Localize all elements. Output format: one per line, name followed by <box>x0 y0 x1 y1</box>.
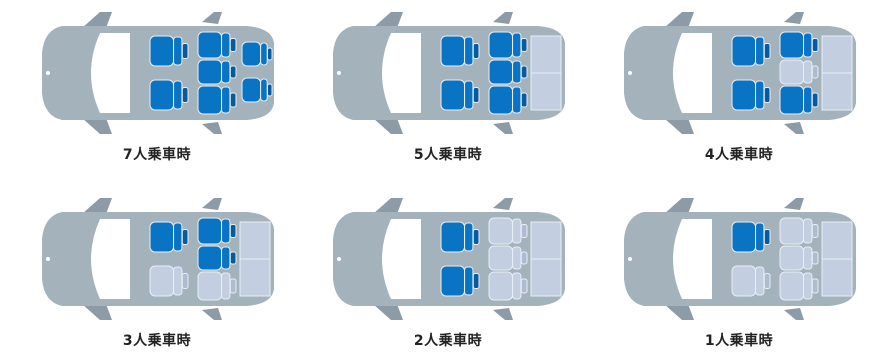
mirror-icon <box>664 118 694 134</box>
front-seat-icon <box>731 221 771 253</box>
mirror-icon <box>664 198 694 214</box>
second-row-seat-icon <box>779 217 819 245</box>
third-row-seat-icon <box>241 77 273 103</box>
wheel-arch-icon <box>493 198 513 210</box>
mirror-icon <box>373 12 403 28</box>
layout-caption: 2人乗車時 <box>413 333 483 349</box>
second-row-seat-icon <box>197 245 237 271</box>
wheel-arch-icon <box>202 12 222 24</box>
emblem-icon <box>46 257 50 261</box>
mirror-icon <box>82 198 112 214</box>
emblem-icon <box>337 71 341 75</box>
second-row-seat-icon <box>197 271 237 301</box>
second-row-seat-icon <box>779 85 819 115</box>
emblem-icon <box>46 71 50 75</box>
front-seat-icon <box>440 221 480 253</box>
emblem-icon <box>628 71 632 75</box>
wheel-arch-icon <box>784 12 804 24</box>
front-seat-icon <box>149 79 189 111</box>
emblem-icon <box>337 257 341 261</box>
second-row-seat-icon <box>488 85 528 115</box>
second-row-seat-icon <box>488 31 528 59</box>
second-row-seat-icon <box>488 59 528 85</box>
wheel-arch-icon <box>493 12 513 24</box>
layout-1-seat: 1人乗車時 <box>604 194 874 364</box>
front-seat-icon <box>440 265 480 297</box>
wheel-arch-icon <box>202 122 222 134</box>
windshield-icon <box>382 219 421 299</box>
seat-group <box>149 217 271 301</box>
windshield-icon <box>91 219 130 299</box>
layout-2-seats: 2人乗車時 <box>313 194 583 364</box>
layout-caption: 5人乗車時 <box>413 147 483 163</box>
second-row-seat-icon <box>197 217 237 245</box>
mirror-icon <box>82 12 112 28</box>
second-row-seat-icon <box>779 271 819 301</box>
layout-7-seats: 7人乗車時 <box>22 8 292 178</box>
front-seat-icon <box>149 221 189 253</box>
second-row-seat-icon <box>488 271 528 301</box>
front-seat-icon <box>149 265 189 297</box>
mirror-icon <box>373 304 403 320</box>
layout-caption: 7人乗車時 <box>122 147 192 163</box>
wheel-arch-icon <box>784 308 804 320</box>
car-top-view-icon <box>333 198 565 320</box>
layout-3-seats: 3人乗車時 <box>22 194 292 364</box>
car-top-view-icon <box>624 12 856 134</box>
wheel-arch-icon <box>784 198 804 210</box>
second-row-seat-icon <box>779 245 819 271</box>
seat-group <box>731 31 853 115</box>
car-top-view-icon <box>333 12 565 134</box>
front-seat-icon <box>731 35 771 67</box>
layout-caption: 1人乗車時 <box>704 333 774 349</box>
layout-5-seats: 5人乗車時 <box>313 8 583 178</box>
mirror-icon <box>82 304 112 320</box>
front-seat-icon <box>149 35 189 67</box>
seat-group <box>731 217 853 301</box>
second-row-seat-icon <box>488 217 528 245</box>
seat-group <box>440 31 562 115</box>
layout-caption: 3人乗車時 <box>122 333 192 349</box>
front-seat-icon <box>731 79 771 111</box>
front-seat-icon <box>440 79 480 111</box>
windshield-icon <box>91 33 130 113</box>
wheel-arch-icon <box>493 308 513 320</box>
second-row-seat-icon <box>779 59 819 85</box>
front-seat-icon <box>731 265 771 297</box>
wheel-arch-icon <box>202 308 222 320</box>
wheel-arch-icon <box>784 122 804 134</box>
mirror-icon <box>373 118 403 134</box>
third-row-seat-icon <box>241 41 273 67</box>
mirror-icon <box>82 118 112 134</box>
second-row-seat-icon <box>197 31 237 59</box>
second-row-seat-icon <box>197 59 237 85</box>
windshield-icon <box>673 219 712 299</box>
wheel-arch-icon <box>493 122 513 134</box>
wheel-arch-icon <box>202 198 222 210</box>
emblem-icon <box>628 257 632 261</box>
car-top-view-icon <box>624 198 856 320</box>
seat-group <box>149 31 273 115</box>
front-seat-icon <box>440 35 480 67</box>
car-top-view-icon <box>42 12 274 134</box>
layout-caption: 4人乗車時 <box>704 147 774 163</box>
second-row-seat-icon <box>488 245 528 271</box>
second-row-seat-icon <box>779 31 819 59</box>
mirror-icon <box>664 12 694 28</box>
mirror-icon <box>373 198 403 214</box>
layout-4-seats: 4人乗車時 <box>604 8 874 178</box>
windshield-icon <box>382 33 421 113</box>
car-top-view-icon <box>42 198 274 320</box>
mirror-icon <box>664 304 694 320</box>
second-row-seat-icon <box>197 85 237 115</box>
seat-group <box>440 217 562 301</box>
windshield-icon <box>673 33 712 113</box>
